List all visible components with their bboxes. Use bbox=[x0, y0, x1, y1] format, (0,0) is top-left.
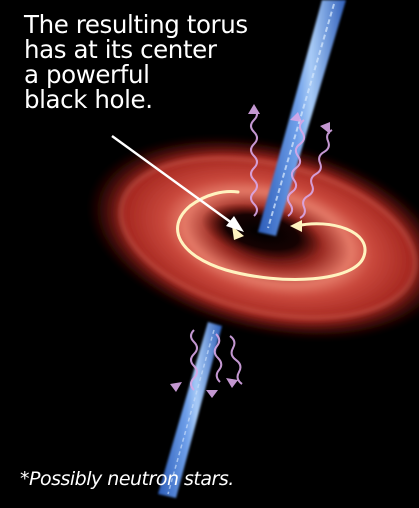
caption-text: The resulting torus has at its center a … bbox=[24, 10, 248, 114]
footnote-text: *Possibly neutron stars. bbox=[20, 468, 234, 490]
lower-jet bbox=[158, 322, 222, 498]
radiation-wave-icon bbox=[170, 104, 333, 398]
orbit-arrow-icon bbox=[176, 190, 367, 281]
pointer-arrow-icon bbox=[111, 134, 244, 232]
torus bbox=[87, 135, 419, 341]
upper-jet bbox=[258, 0, 346, 236]
